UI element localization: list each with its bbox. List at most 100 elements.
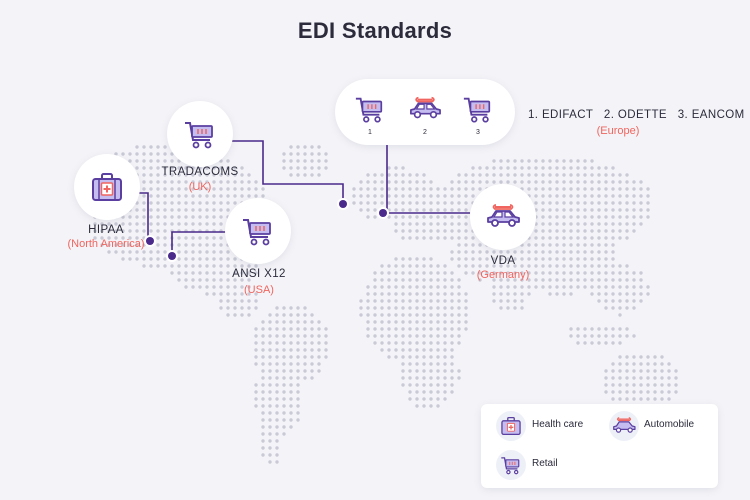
map-dot [373,299,377,303]
map-dot [212,173,216,177]
map-dot [226,264,230,268]
map-dot [240,278,244,282]
map-dot [289,306,293,310]
map-dot [282,362,286,366]
map-dot [618,229,622,233]
map-dot [597,257,601,261]
map-dot [296,152,300,156]
map-dot [443,362,447,366]
map-dot [394,348,398,352]
map-dot [583,243,587,247]
map-dot [142,236,146,240]
map-dot [443,292,447,296]
map-dot [408,180,412,184]
map-dot [625,215,629,219]
map-dot [212,166,216,170]
map-dot [254,334,258,338]
map-dot [660,369,664,373]
map-dot [177,166,181,170]
map-dot [464,208,468,212]
map-dot [394,327,398,331]
ansi-label: ANSI X12 [232,268,286,280]
map-dot [135,250,139,254]
map-dot [562,292,566,296]
map-dot [149,145,153,149]
map-dot [268,418,272,422]
map-dot [604,166,608,170]
map-dot [415,180,419,184]
map-dot [387,180,391,184]
map-dot [478,243,482,247]
map-dot [401,194,405,198]
map-dot [604,229,608,233]
map-dot [212,257,216,261]
map-dot [170,180,174,184]
map-dot [660,390,664,394]
map-dot [492,278,496,282]
map-dot [604,341,608,345]
map-dot [541,166,545,170]
map-dot [597,201,601,205]
map-dot [226,257,230,261]
map-dot [408,215,412,219]
map-dot [408,194,412,198]
map-dot [625,383,629,387]
map-dot [317,320,321,324]
map-dot [478,264,482,268]
map-dot [590,271,594,275]
map-dot [548,180,552,184]
map-dot [310,159,314,163]
map-dot [632,355,636,359]
map-dot [275,369,279,373]
map-dot [583,285,587,289]
map-dot [471,194,475,198]
map-dot [261,432,265,436]
map-dot [142,243,146,247]
map-dot [408,313,412,317]
map-dot [408,348,412,352]
map-dot [359,187,363,191]
map-dot [548,292,552,296]
map-dot [632,278,636,282]
map-dot [198,243,202,247]
tradacoms-icon-circle [167,101,233,167]
map-dot [611,180,615,184]
map-dot [142,250,146,254]
map-dot [604,376,608,380]
map-dot [625,236,629,240]
map-dot [289,425,293,429]
map-dot [275,313,279,317]
map-dot [394,222,398,226]
map-dot [233,278,237,282]
map-dot [226,278,230,282]
map-dot [408,362,412,366]
map-dot [394,285,398,289]
map-dot [135,222,139,226]
map-dot [443,341,447,345]
map-dot [310,320,314,324]
map-dot [289,411,293,415]
map-dot [422,264,426,268]
map-dot [443,299,447,303]
map-dot [646,383,650,387]
map-dot [212,243,216,247]
map-dot [268,425,272,429]
map-dot [450,250,454,254]
map-dot [625,271,629,275]
map-dot [289,376,293,380]
map-dot [135,152,139,156]
map-dot [198,187,202,191]
map-dot [142,215,146,219]
map-dot [219,201,223,205]
map-dot [401,257,405,261]
map-dot [184,257,188,261]
map-dot [597,236,601,240]
map-dot [268,348,272,352]
map-dot [191,180,195,184]
map-dot [436,201,440,205]
map-dot [576,215,580,219]
map-dot [268,383,272,387]
map-dot [492,285,496,289]
map-dot [268,341,272,345]
map-dot [618,299,622,303]
